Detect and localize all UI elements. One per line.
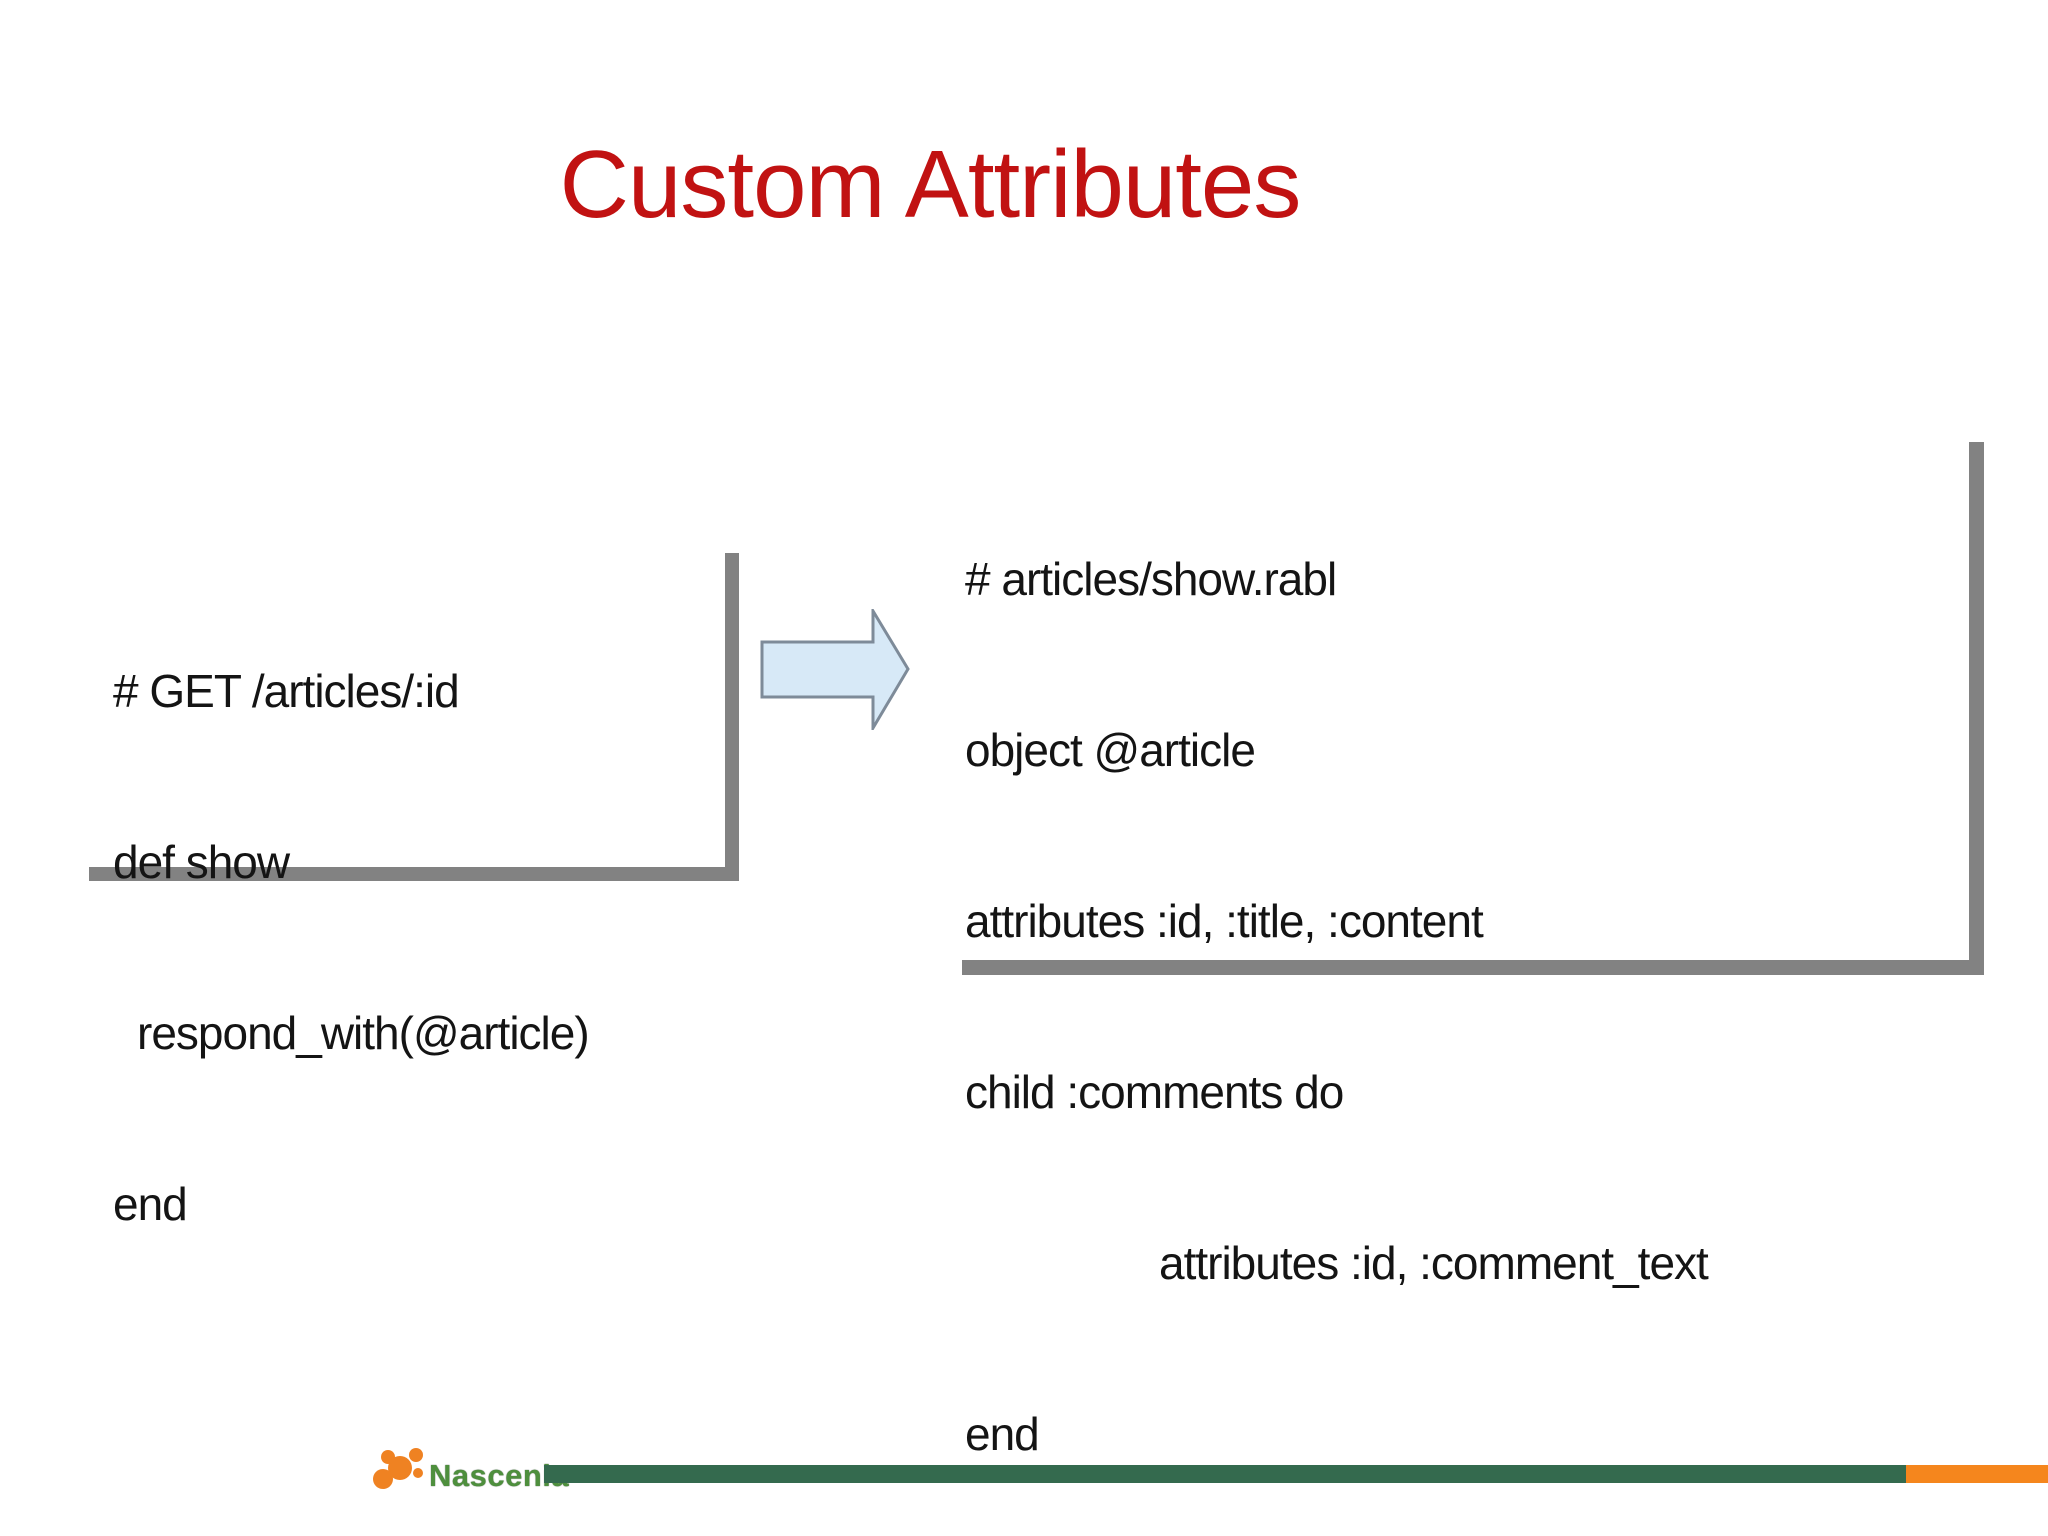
slide-title: Custom Attributes	[559, 131, 1302, 238]
code-line: attributes :id, :title, :content	[965, 895, 1484, 947]
code-line: # GET /articles/:id	[113, 665, 460, 717]
right-code-block: # articles/show.rabl object @article att…	[965, 437, 1709, 1536]
code-line: end	[113, 1178, 188, 1230]
footer-orange-bar	[1906, 1465, 2048, 1483]
right-arrow-icon	[760, 609, 910, 730]
left-code-block: # GET /articles/:id def show respond_wit…	[113, 549, 590, 1347]
code-line: end	[965, 1408, 1040, 1460]
right-code-panel-frame	[962, 442, 1984, 975]
left-code-panel-frame	[89, 553, 739, 881]
footer-green-bar	[544, 1465, 1906, 1483]
code-line: # articles/show.rabl	[965, 553, 1337, 605]
code-line: object @article	[965, 724, 1256, 776]
code-line: child :comments do	[965, 1066, 1344, 1118]
code-line: def show	[113, 836, 290, 888]
code-line: attributes :id, :comment_text	[1159, 1237, 1709, 1289]
nascenia-logo-icon	[373, 1448, 423, 1489]
code-line: respond_with(@article)	[137, 1007, 590, 1059]
